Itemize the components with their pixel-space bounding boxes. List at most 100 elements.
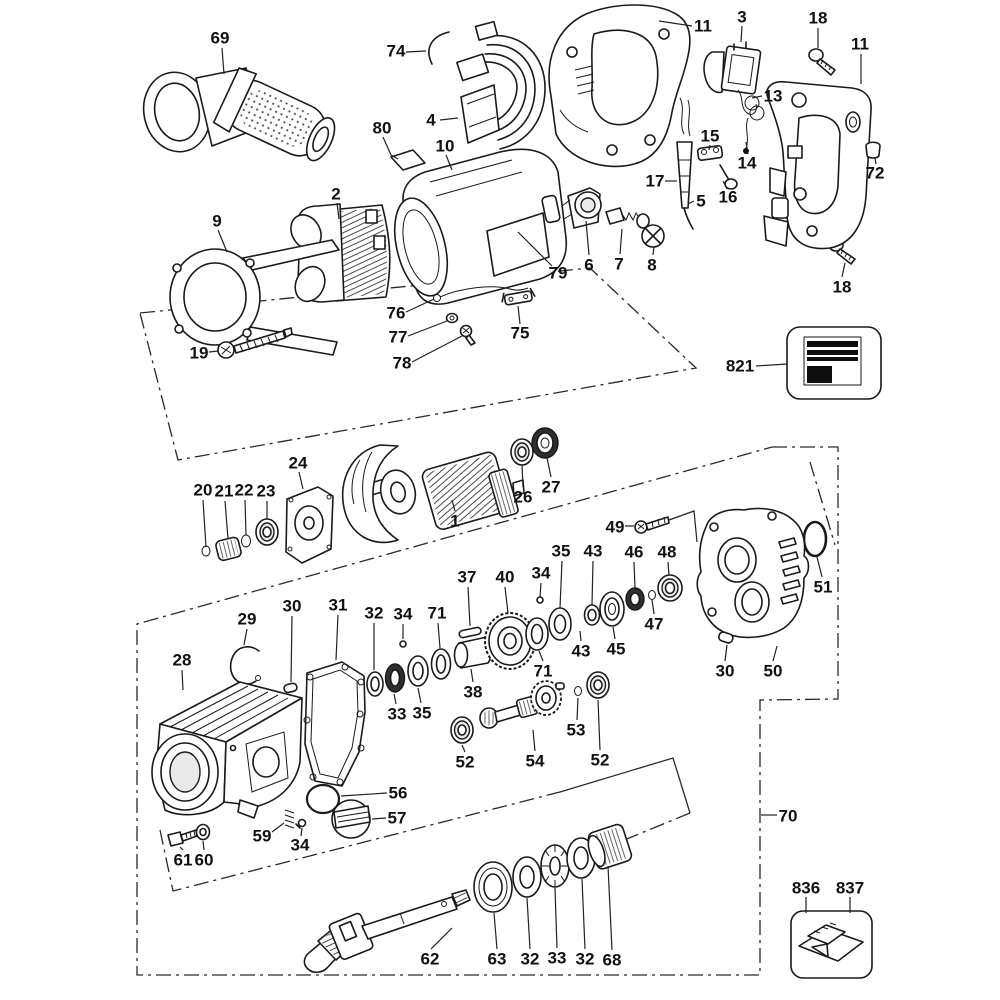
part-label-50: 50 xyxy=(764,645,782,681)
part-label-21: 21 xyxy=(215,482,233,540)
part-30-pin-right xyxy=(718,631,734,644)
part-54-intermediate-shaft xyxy=(479,680,565,729)
leader-line-50 xyxy=(772,645,778,662)
part-number-68: 68 xyxy=(603,951,622,970)
part-27-sleeve xyxy=(531,427,559,459)
part-number-46: 46 xyxy=(625,543,644,562)
part-label-52: 52 xyxy=(456,744,474,772)
part-number-2: 2 xyxy=(331,185,340,204)
leader-line-33 xyxy=(554,887,558,949)
leader-line-30 xyxy=(724,644,728,662)
part-label-69: 69 xyxy=(211,29,229,75)
leader-line-21 xyxy=(224,500,229,540)
part-62-spindle xyxy=(303,889,471,974)
part-number-32: 32 xyxy=(576,950,595,969)
part-label-9: 9 xyxy=(212,212,228,253)
leader-line-18 xyxy=(841,262,846,278)
part-label-836: 836 xyxy=(792,879,820,913)
part-number-59: 59 xyxy=(253,827,272,846)
part-number-18: 18 xyxy=(809,9,828,28)
part-label-6: 6 xyxy=(584,220,594,275)
part-number-17: 17 xyxy=(646,172,665,191)
leader-line-59 xyxy=(271,822,285,833)
part-53-ring xyxy=(574,686,582,696)
leader-line-5 xyxy=(687,200,695,205)
part-label-29: 29 xyxy=(238,610,256,646)
leader-line-47 xyxy=(651,599,655,615)
part-22-oring xyxy=(241,534,251,548)
part-number-75: 75 xyxy=(511,324,530,343)
part-52-bearing-right xyxy=(586,671,610,699)
part-label-71: 71 xyxy=(534,650,553,681)
part-label-18: 18 xyxy=(833,262,851,297)
leader-line-78 xyxy=(411,335,463,363)
leader-line-37 xyxy=(467,586,471,627)
part-number-61: 61 xyxy=(174,851,193,870)
leader-line-45 xyxy=(612,626,616,640)
part-11-left-housing xyxy=(548,4,691,168)
part-34-ball-upper xyxy=(536,596,544,604)
leader-line-6 xyxy=(585,220,590,256)
part-number-35: 35 xyxy=(413,704,432,723)
part-836-837-kit-box xyxy=(790,910,873,979)
part-label-20: 20 xyxy=(194,481,213,548)
leader-line-16 xyxy=(722,180,728,190)
part-label-15: 15 xyxy=(701,127,719,151)
part-23-bearing xyxy=(255,518,279,546)
leader-line-9 xyxy=(217,229,228,253)
part-number-26: 26 xyxy=(514,488,533,507)
leader-line-71 xyxy=(437,622,441,649)
part-label-30: 30 xyxy=(283,597,301,683)
part-label-38: 38 xyxy=(464,668,482,702)
part-label-17: 17 xyxy=(646,172,677,191)
leader-line-19 xyxy=(208,350,219,353)
part-label-13: 13 xyxy=(751,87,782,106)
part-label-11: 11 xyxy=(851,35,869,84)
part-number-40: 40 xyxy=(496,568,515,587)
part-32-ring-lower-a xyxy=(512,856,542,898)
part-label-11: 11 xyxy=(658,17,712,36)
leader-line-26 xyxy=(521,464,524,488)
part-number-71: 71 xyxy=(534,662,553,681)
part-label-68: 68 xyxy=(603,865,622,970)
leader-line-7 xyxy=(619,228,623,255)
spindle-guide-right xyxy=(599,812,691,851)
part-24-diaphragm xyxy=(285,486,334,564)
part-35-washer-upper xyxy=(548,607,572,641)
leader-line-29 xyxy=(243,628,248,646)
part-number-20: 20 xyxy=(194,481,213,500)
part-63-seal-ring xyxy=(473,861,513,913)
leader-line-71 xyxy=(538,650,544,662)
part-label-24: 24 xyxy=(289,454,308,490)
part-label-60: 60 xyxy=(195,840,213,870)
part-number-24: 24 xyxy=(289,454,308,473)
part-76-lead-wire xyxy=(433,286,529,302)
part-number-27: 27 xyxy=(542,478,561,497)
part-number-3: 3 xyxy=(737,8,746,27)
leader-line-33 xyxy=(393,693,397,705)
part-57-cap xyxy=(331,799,371,839)
part-number-77: 77 xyxy=(389,328,408,347)
leader-line-43 xyxy=(579,630,582,642)
part-label-47: 47 xyxy=(645,599,663,634)
part-label-4: 4 xyxy=(426,111,459,130)
part-label-32: 32 xyxy=(521,897,539,969)
part-label-26: 26 xyxy=(514,464,533,507)
part-label-74: 74 xyxy=(387,42,427,61)
part-33-ring-upper xyxy=(384,663,406,693)
leader-line-24 xyxy=(298,471,304,490)
leader-line-77 xyxy=(407,320,448,337)
part-number-62: 62 xyxy=(421,950,440,969)
part-label-5: 5 xyxy=(687,192,706,211)
part-number-14: 14 xyxy=(738,154,757,173)
part-label-61: 61 xyxy=(174,846,193,870)
part-number-836: 836 xyxy=(792,879,820,898)
part-label-34: 34 xyxy=(291,827,310,855)
leader-line-72 xyxy=(874,157,877,165)
part-20-oring xyxy=(201,545,211,557)
part-49-screw xyxy=(634,510,698,543)
part-label-35: 35 xyxy=(552,542,570,609)
part-number-57: 57 xyxy=(388,809,407,828)
part-label-53: 53 xyxy=(567,697,585,740)
